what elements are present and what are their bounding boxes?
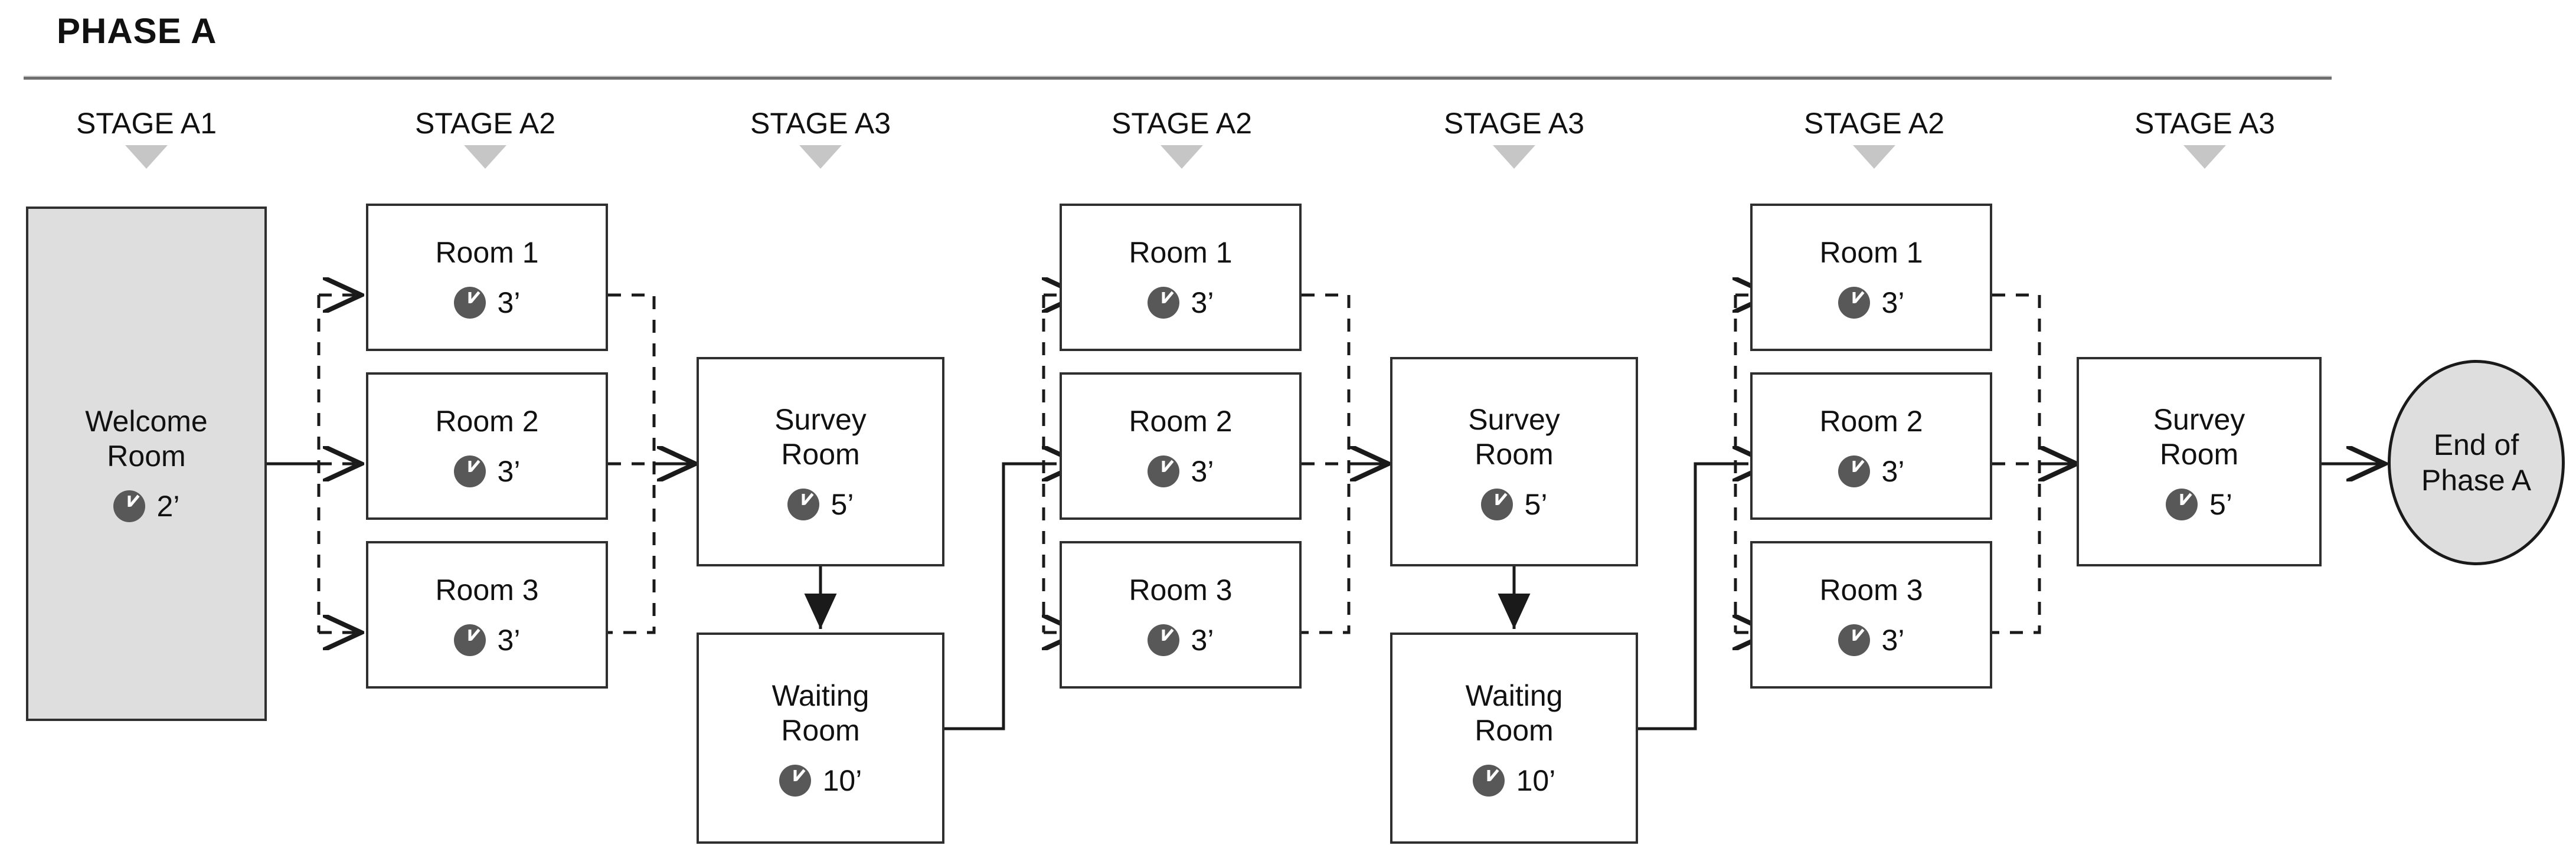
duration-row: 3’ (1838, 623, 1905, 657)
duration-value: 3’ (1191, 286, 1214, 319)
duration-row: 10’ (779, 763, 862, 798)
node-g1-room-1[interactable]: Room 1 3’ (366, 204, 608, 351)
stage-marker-icon (1493, 145, 1535, 169)
stage-marker-icon (1160, 145, 1203, 169)
node-g2-room-2[interactable]: Room 2 3’ (1060, 372, 1302, 520)
node-g1-waiting-room[interactable]: Waiting Room 10’ (697, 633, 944, 844)
node-title: Room 2 (435, 404, 539, 438)
node-g3-room-2[interactable]: Room 2 3’ (1750, 372, 1992, 520)
node-welcome-room[interactable]: Welcome Room 2’ (26, 207, 267, 721)
duration-row: 3’ (1838, 454, 1905, 489)
clock-icon (453, 286, 486, 319)
stage-label-a3-1: STAGE A3 (750, 107, 891, 140)
node-title: Room 2 (1819, 404, 1923, 438)
node-g1-room-2[interactable]: Room 2 3’ (366, 372, 608, 520)
duration-value: 5’ (1524, 487, 1548, 521)
node-g1-survey-room[interactable]: Survey Room 5’ (697, 357, 944, 566)
stage-marker-icon (1853, 145, 1895, 169)
clock-icon (113, 490, 145, 522)
clock-icon (1480, 488, 1513, 520)
duration-value: 5’ (2209, 487, 2232, 521)
stage-marker-icon (125, 145, 168, 169)
node-title: Survey Room (774, 402, 867, 471)
duration-value: 10’ (1516, 764, 1556, 797)
node-g2-room-3[interactable]: Room 3 3’ (1060, 541, 1302, 689)
node-title: Survey Room (1468, 402, 1560, 471)
node-g2-room-1[interactable]: Room 1 3’ (1060, 204, 1302, 351)
stage-label-a2-1: STAGE A2 (414, 107, 556, 140)
node-title: Room 1 (1819, 235, 1923, 269)
node-title: End of Phase A (2421, 428, 2532, 497)
stage-label-a3-3: STAGE A3 (2134, 107, 2276, 140)
stage-label-a2-3: STAGE A2 (1803, 107, 1945, 140)
duration-row: 3’ (1838, 286, 1905, 320)
node-g2-waiting-room[interactable]: Waiting Room 10’ (1390, 633, 1638, 844)
duration-row: 3’ (453, 623, 521, 657)
clock-icon (1838, 624, 1870, 656)
duration-row: 2’ (113, 489, 180, 523)
node-g3-room-1[interactable]: Room 1 3’ (1750, 204, 1992, 351)
clock-icon (1147, 455, 1179, 487)
node-title: Waiting Room (1465, 679, 1563, 747)
node-g2-survey-room[interactable]: Survey Room 5’ (1390, 357, 1638, 566)
node-title: Waiting Room (772, 679, 869, 747)
stage-marker-icon (799, 145, 842, 169)
clock-icon (453, 624, 486, 656)
clock-icon (779, 765, 811, 797)
stage-marker-icon (464, 145, 506, 169)
duration-value: 3’ (1881, 454, 1905, 488)
stage-label-a1-1: STAGE A1 (76, 107, 217, 140)
node-title: Room 3 (435, 573, 539, 607)
duration-row: 3’ (1147, 454, 1214, 489)
duration-value: 3’ (497, 454, 521, 488)
duration-value: 5’ (831, 487, 854, 521)
duration-row: 3’ (453, 286, 521, 320)
stage-marker-icon (2183, 145, 2226, 169)
node-title: Room 1 (435, 235, 539, 269)
clock-icon (453, 455, 486, 487)
duration-value: 3’ (497, 623, 521, 657)
duration-row: 3’ (1147, 286, 1214, 320)
node-title: Room 3 (1129, 573, 1233, 607)
clock-icon (2166, 488, 2198, 520)
clock-icon (787, 488, 819, 520)
clock-icon (1472, 765, 1505, 797)
stage-label-a3-2: STAGE A3 (1443, 107, 1585, 140)
duration-value: 3’ (1881, 623, 1905, 657)
duration-value: 3’ (1191, 623, 1214, 657)
node-title: Room 3 (1819, 573, 1923, 607)
node-end-of-phase-a[interactable]: End of Phase A (2388, 360, 2565, 565)
duration-row: 5’ (2166, 487, 2232, 522)
clock-icon (1147, 286, 1179, 319)
stage-label-a2-2: STAGE A2 (1111, 107, 1253, 140)
node-g3-room-3[interactable]: Room 3 3’ (1750, 541, 1992, 689)
node-title: Room 2 (1129, 404, 1233, 438)
duration-value: 3’ (1881, 286, 1905, 319)
duration-row: 3’ (1147, 623, 1214, 657)
node-title: Survey Room (2153, 402, 2245, 471)
node-g1-room-3[interactable]: Room 3 3’ (366, 541, 608, 689)
node-title: Welcome Room (85, 405, 208, 473)
duration-row: 10’ (1472, 763, 1556, 798)
duration-row: 5’ (787, 487, 854, 522)
clock-icon (1147, 624, 1179, 656)
duration-value: 3’ (1191, 454, 1214, 488)
clock-icon (1838, 286, 1870, 319)
page-title: PHASE A (57, 11, 217, 51)
clock-icon (1838, 455, 1870, 487)
duration-row: 3’ (453, 454, 521, 489)
node-g3-survey-room[interactable]: Survey Room 5’ (2077, 357, 2322, 566)
duration-value: 3’ (497, 286, 521, 319)
duration-row: 5’ (1480, 487, 1548, 522)
duration-value: 10’ (822, 764, 862, 797)
duration-value: 2’ (156, 490, 180, 523)
header-divider (24, 76, 2332, 80)
node-title: Room 1 (1129, 235, 1233, 269)
